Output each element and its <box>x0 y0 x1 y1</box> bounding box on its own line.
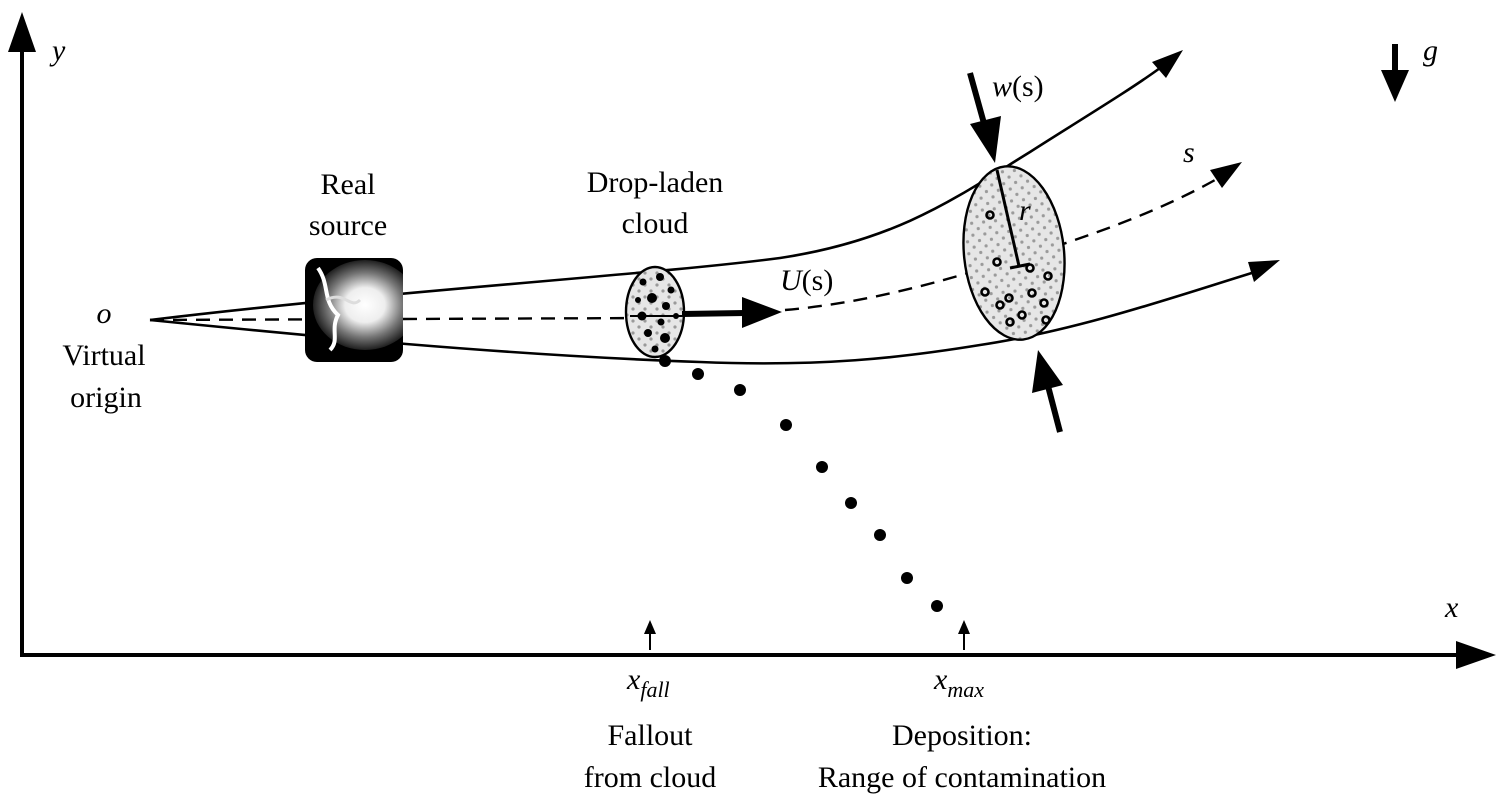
cloud-label-line2: cloud <box>622 207 689 240</box>
fallout-drop <box>692 368 704 380</box>
y-axis <box>8 12 36 655</box>
velocity-arg: (s) <box>802 264 834 297</box>
upper-boundary-arrowhead <box>1152 50 1183 78</box>
path-label: s <box>1183 136 1195 169</box>
fallout-drop <box>901 572 913 584</box>
gravity-arrow-icon <box>1381 44 1409 102</box>
drop-laden-cloud <box>624 265 686 359</box>
x-fall-desc-line2: from cloud <box>584 761 716 794</box>
x-max-base: x <box>933 663 948 696</box>
fallout-drop <box>874 529 886 541</box>
fallout-drop <box>734 384 746 396</box>
x-fall-label: xfall <box>626 663 670 702</box>
x-axis-label: x <box>1444 591 1459 624</box>
x-fall-desc-line1: Fallout <box>607 719 693 752</box>
x-max-label: xmax <box>933 663 984 702</box>
x-axis <box>20 641 1496 669</box>
velocity-label: U(s) <box>780 264 833 297</box>
plume-upper-boundary <box>149 66 1161 322</box>
cloud-label-line1: Drop-laden <box>587 166 724 199</box>
real-source-label-line2: source <box>309 209 387 242</box>
entrainment-arg: (s) <box>1012 70 1044 103</box>
x-fall-sub: fall <box>640 677 669 702</box>
fallout-drop <box>931 600 943 612</box>
fallout-drops <box>659 355 943 612</box>
plume-centerline <box>149 316 656 322</box>
x-max-desc-line1: Deposition: <box>892 719 1032 752</box>
x-fall-marker-icon <box>644 620 656 650</box>
origin-symbol: o <box>97 297 112 330</box>
real-source-label-line1: Real <box>321 168 376 201</box>
centerline-arrowhead <box>1210 162 1242 188</box>
origin-label-line2: origin <box>70 381 142 414</box>
entrainment-arrow-top-icon <box>967 72 1001 163</box>
real-source-icon <box>305 258 403 362</box>
x-axis-arrowhead <box>1456 641 1496 669</box>
fallout-drop <box>816 461 828 473</box>
plume-centerline-curved <box>784 178 1216 312</box>
entrainment-arrow-bottom-icon <box>1032 350 1063 433</box>
entrainment-symbol: w <box>992 70 1012 103</box>
origin-label-line1: Virtual <box>62 339 145 372</box>
x-max-sub: max <box>947 677 984 702</box>
y-axis-label: y <box>49 34 66 67</box>
lower-boundary-arrowhead <box>1248 260 1280 282</box>
plume-cross-section <box>962 165 1066 341</box>
entrainment-label: w(s) <box>992 70 1044 103</box>
velocity-symbol: U <box>780 264 804 297</box>
x-max-marker-icon <box>958 620 970 650</box>
fallout-drop <box>659 355 671 367</box>
velocity-arrow-icon <box>681 297 782 328</box>
x-fall-base: x <box>626 663 641 696</box>
fallout-drop <box>845 497 857 509</box>
radius-label: r <box>1019 194 1031 227</box>
gravity-label: g <box>1423 34 1438 67</box>
fallout-drop <box>780 419 792 431</box>
x-max-desc-line2: Range of contamination <box>818 761 1106 794</box>
y-axis-arrowhead <box>8 12 36 52</box>
